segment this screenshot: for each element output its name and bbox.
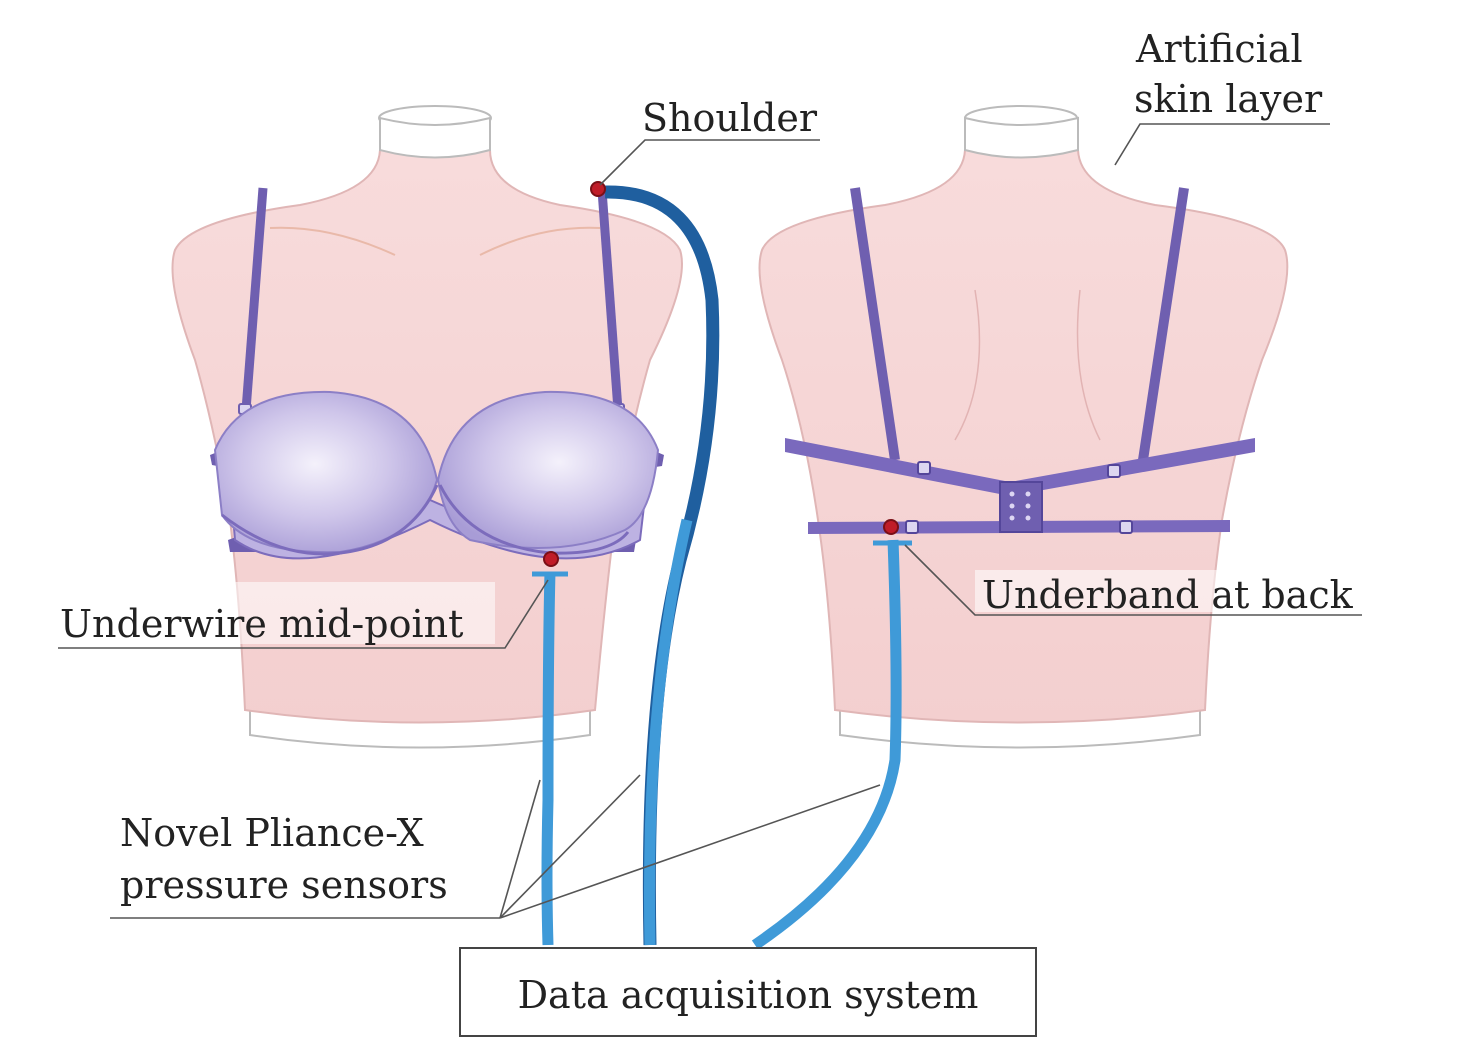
daq-box xyxy=(459,947,1037,1037)
leader-underband xyxy=(904,544,1362,616)
leader-shoulder xyxy=(599,139,820,186)
sensor-underband xyxy=(883,519,899,535)
underband-label-bg xyxy=(975,570,1360,612)
front-strap-left xyxy=(241,187,268,411)
back-neck xyxy=(964,116,1079,159)
tube-underband xyxy=(751,539,902,950)
front-strap-right xyxy=(597,189,623,411)
spine-line-right xyxy=(1076,289,1101,441)
label-underwire: Underwire mid-point xyxy=(60,602,463,646)
label-artificial-skin-2: skin layer xyxy=(1134,77,1323,121)
sensor-tubes xyxy=(532,185,912,950)
label-underband: Underband at back xyxy=(982,573,1354,617)
label-shoulder: Shoulder xyxy=(642,96,818,140)
spine-line-left xyxy=(954,289,981,441)
collarbone-right xyxy=(479,226,601,256)
tube-underwire xyxy=(541,571,556,946)
tube-shoulder-lower xyxy=(643,518,693,946)
collarbone-left xyxy=(269,226,396,256)
cup-right xyxy=(436,390,660,549)
leader-underwire xyxy=(58,579,549,649)
front-neck xyxy=(379,116,491,159)
back-slider-1 xyxy=(917,461,931,475)
label-sensors-1: Novel Pliance-X xyxy=(120,811,424,855)
back-slider-3 xyxy=(905,520,919,534)
leader-sensors-1 xyxy=(499,779,541,919)
leader-lines xyxy=(58,123,1362,919)
back-mannequin xyxy=(758,105,1289,749)
underwire-left xyxy=(221,484,439,556)
back-slider-4 xyxy=(1119,520,1133,534)
label-daq: Data acquisition system xyxy=(518,973,979,1017)
back-slider-2 xyxy=(1107,464,1121,478)
label-artificial-skin-1: Artificial xyxy=(1135,27,1303,71)
underwire-label-bg xyxy=(55,582,495,644)
sensor-shoulder xyxy=(590,181,606,197)
hook-closure xyxy=(999,481,1043,533)
leader-sensors-2 xyxy=(499,774,641,919)
back-strap-left xyxy=(850,187,900,461)
label-sensors-2: pressure sensors xyxy=(120,863,448,907)
back-strap-right xyxy=(1138,187,1189,461)
sensor-points xyxy=(543,181,899,567)
sensor-underwire xyxy=(543,551,559,567)
leader-sensors-3 xyxy=(499,784,881,919)
back-torso xyxy=(758,119,1289,724)
front-mannequin xyxy=(171,105,683,749)
leader-artificial-skin xyxy=(1114,123,1330,166)
